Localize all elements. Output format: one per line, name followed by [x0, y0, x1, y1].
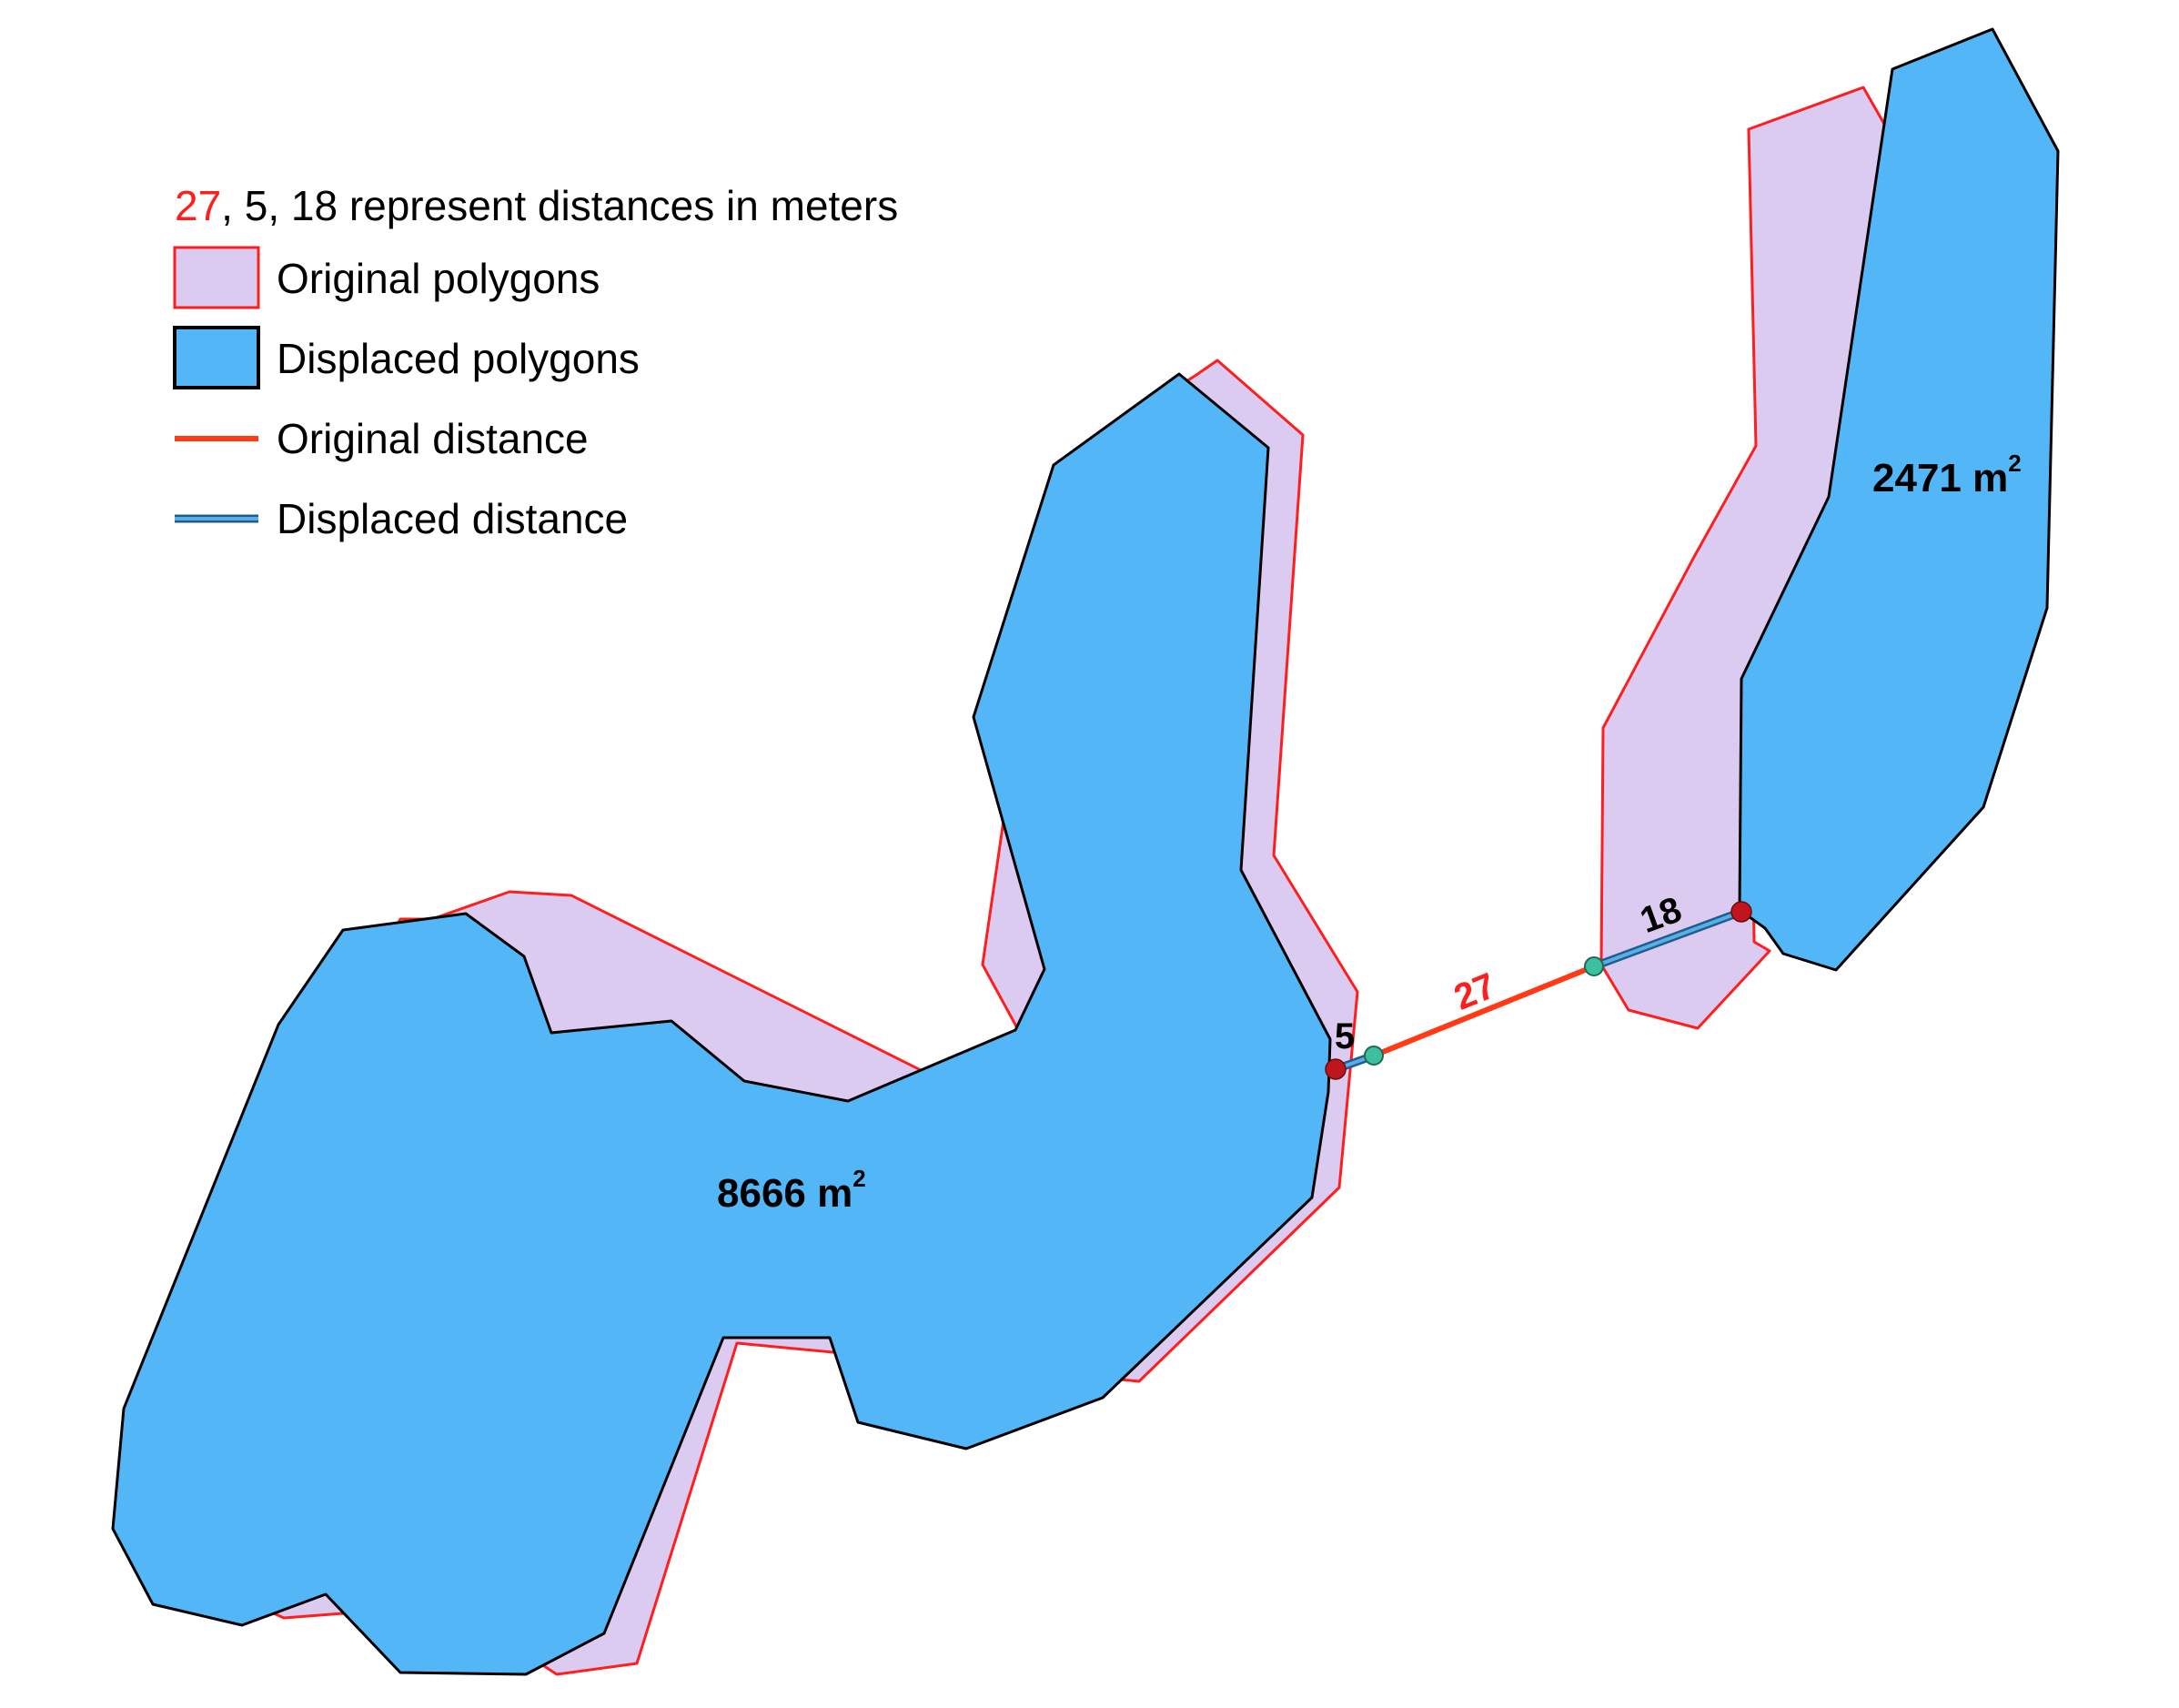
- displaced-distance-right: [1589, 907, 1746, 971]
- distance-label-displaced-left: 5: [1335, 1016, 1355, 1056]
- legend-swatch-original-polygons: [173, 246, 260, 309]
- legend-swatch-displaced-polygons: [173, 326, 260, 389]
- endpoint-displaced-left: [1325, 1058, 1347, 1080]
- legend-label-displaced-distance: Displaced distance: [277, 495, 628, 542]
- area-label-small: 2471 m2: [1872, 450, 2022, 500]
- endpoint-original-left: [1364, 1046, 1384, 1066]
- legend-label-original-distance: Original distance: [277, 415, 589, 462]
- legend-note: 27, 5, 18 represent distances in meters: [175, 182, 898, 229]
- area-label-large: 8666 m2: [717, 1165, 866, 1216]
- endpoint-original-right: [1584, 956, 1604, 976]
- legend: 27, 5, 18 represent distances in meters …: [173, 182, 898, 542]
- legend-note-highlight: 27: [175, 182, 221, 229]
- legend-label-displaced-polygons: Displaced polygons: [277, 335, 640, 382]
- original-distance-line: [1371, 964, 1597, 1058]
- displaced-polygon-small: [1738, 27, 2060, 972]
- endpoint-displaced-right: [1730, 901, 1752, 923]
- displaced-polygon-large: [111, 372, 1332, 1676]
- distance-label-original: 27: [1448, 965, 1501, 1017]
- legend-label-original-polygons: Original polygons: [277, 255, 600, 302]
